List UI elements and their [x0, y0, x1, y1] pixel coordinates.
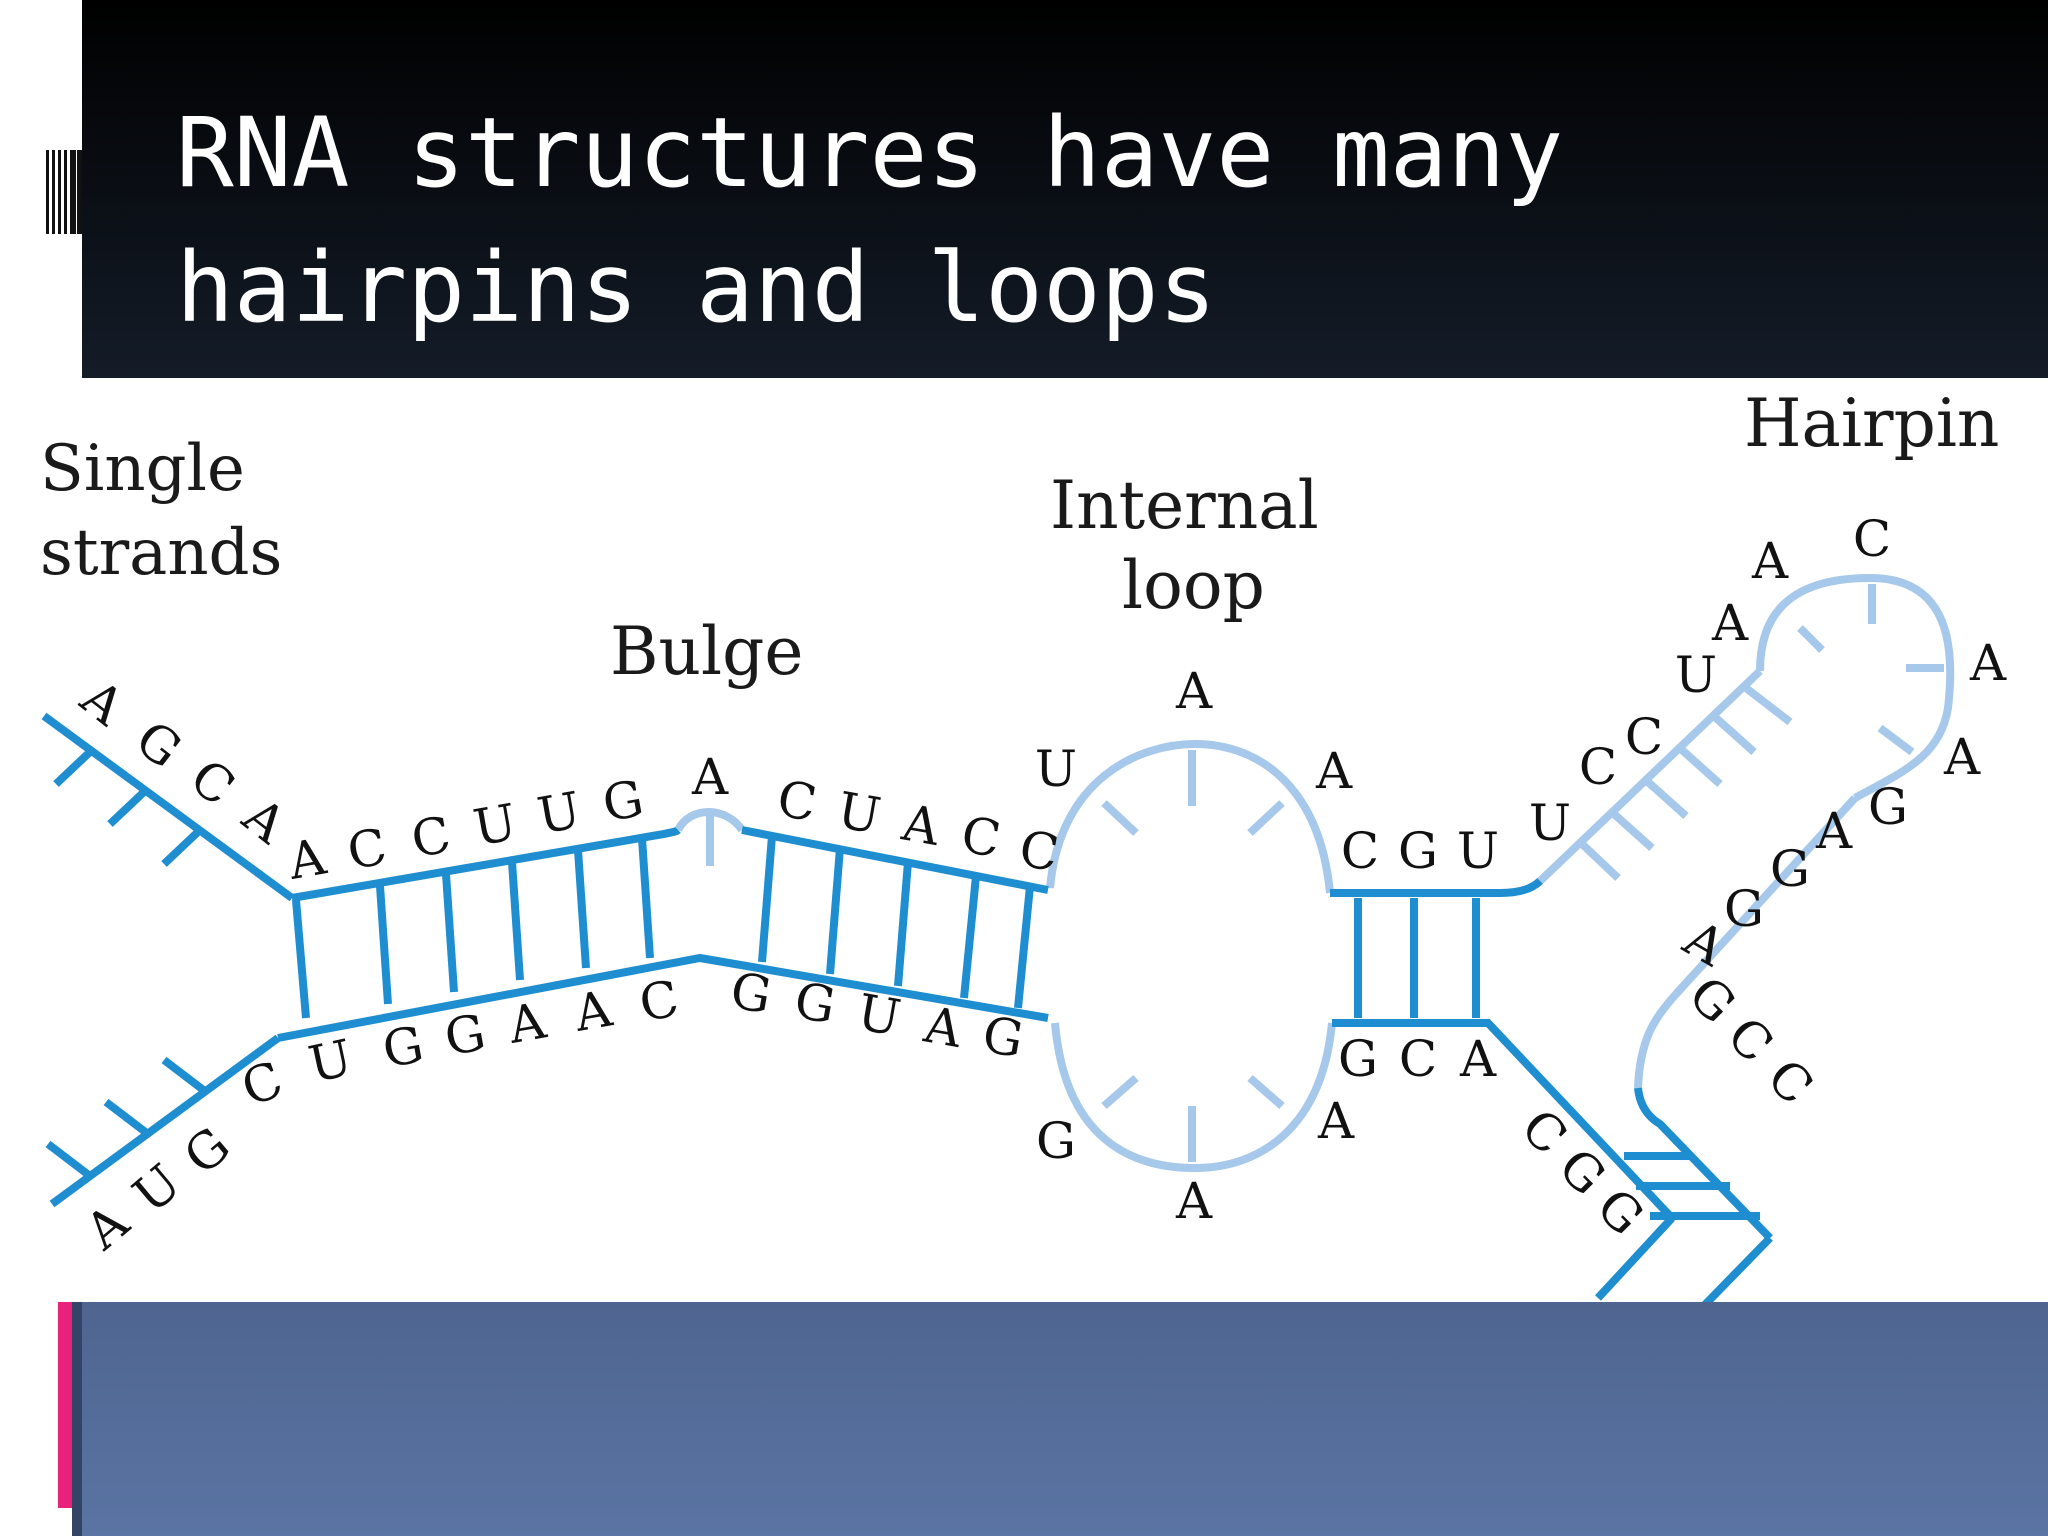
nt-top-stem1-5: G: [598, 769, 647, 833]
nt-loop-top-1: A: [1175, 662, 1213, 720]
dark-structures: [41, 712, 1773, 1302]
nt-stem3-bottom-0: G: [1338, 1030, 1378, 1088]
nt-loop-top-0: U: [1035, 740, 1077, 798]
slide-title: RNA structures have many hairpins and lo…: [176, 97, 1564, 344]
nt-hairpin-down-3: G: [1724, 880, 1764, 938]
nt-loop-bottom-0: A: [1317, 1092, 1355, 1150]
nt-hairpin-loop-0: C: [1853, 510, 1891, 568]
light-structures: [674, 573, 1955, 1173]
nt-top-stem2-2: A: [897, 793, 944, 857]
nt-top-stem2-3: C: [957, 805, 1005, 869]
nt-bottom-stem2-0: G: [978, 1005, 1027, 1069]
nt-bottom-single-2: G: [173, 1116, 241, 1186]
right-arm-up: [1634, 1087, 1773, 1241]
nt-bottom-stem2-3: G: [790, 971, 839, 1035]
title-bar: RNA structures have many hairpins and lo…: [82, 0, 2048, 378]
nt-right-arm-up-2: C: [1756, 1048, 1824, 1116]
nt-bulge: A: [691, 748, 729, 806]
footer-band: [82, 1302, 2048, 1536]
nt-hairpin-down-0: G: [1868, 778, 1908, 836]
nt-stem3-top-1: G: [1398, 822, 1438, 880]
nt-loop-top-2: A: [1315, 742, 1353, 800]
label-single-strands-2: strands: [40, 516, 282, 590]
nt-bottom-stem1-0: C: [234, 1050, 290, 1118]
nt-bottom-stem2-2: U: [853, 983, 905, 1047]
vertical-bars-icon: [44, 148, 82, 236]
accent-bar-dark: [72, 1302, 82, 1536]
nt-bottom-single-0: A: [74, 1193, 140, 1262]
label-internal-loop-1: Internal: [1050, 467, 1319, 544]
nt-right-arm-up-1: C: [1716, 1006, 1784, 1074]
nt-bottom-stem2-1: A: [919, 995, 966, 1059]
label-bulge: Bulge: [610, 613, 803, 690]
accent-bar-pink: [58, 1302, 72, 1508]
label-single-strands-1: Single: [40, 432, 245, 506]
nt-stem3-top-0: C: [1341, 822, 1379, 880]
nt-hairpin-up-0: U: [1529, 794, 1571, 852]
nt-top-stem1-1: C: [343, 817, 391, 881]
nt-hairpin-loop-1: A: [1969, 634, 2007, 692]
nt-stem3-bottom-1: C: [1399, 1030, 1437, 1088]
nt-top-stem2-0: C: [773, 769, 821, 833]
nt-bottom-stem1-2: G: [378, 1015, 427, 1079]
nt-hairpin-up-2: C: [1625, 708, 1663, 766]
nt-bottom-stem1-5: A: [569, 979, 616, 1043]
nt-top-single-1: G: [125, 709, 192, 779]
nt-hairpin-loop-2: A: [1943, 728, 1981, 786]
nt-bottom-stem1-4: A: [503, 991, 550, 1055]
right-arm-cap: [1595, 1215, 1675, 1301]
label-internal-loop-2: loop: [1122, 547, 1265, 624]
label-hairpin: Hairpin: [1744, 385, 1999, 462]
internal-loop-top: [1046, 739, 1334, 894]
nt-top-stem1-2: C: [407, 805, 455, 869]
nt-hairpin-up-5: A: [1751, 532, 1789, 590]
nt-top-single-2: C: [180, 748, 246, 817]
nt-hairpin-up-1: C: [1579, 738, 1617, 796]
stem1-top: [291, 826, 681, 902]
hairpin-arm-up: [1535, 668, 1763, 886]
nt-bottom-single-1: U: [122, 1153, 192, 1225]
rna-structure-diagram: Single strands Bulge Internal loop Hairp…: [40, 385, 2007, 1302]
nt-bottom-stem1-6: C: [635, 969, 683, 1033]
single-strand-top: [41, 712, 295, 902]
internal-loop-bottom: [1051, 1022, 1336, 1173]
nt-top-stem1-3: U: [469, 793, 521, 857]
nt-stem3-bottom-2: A: [1459, 1030, 1497, 1088]
nt-hairpin-up-3: U: [1675, 646, 1717, 704]
stem3-top: [1330, 878, 1543, 897]
nt-hairpin-up-4: A: [1711, 594, 1749, 652]
nt-loop-bottom-2: G: [1036, 1112, 1076, 1170]
nt-bottom-stem1-3: G: [440, 1003, 489, 1067]
nt-stem3-top-2: U: [1457, 822, 1499, 880]
stem1-bottom: [277, 953, 1049, 1042]
nt-top-stem2-1: U: [833, 781, 885, 845]
nt-top-stem1-0: A: [283, 827, 330, 891]
stem3-bottom: [1332, 1019, 1675, 1221]
nt-bottom-stem1-1: U: [304, 1029, 357, 1094]
nt-top-stem1-4: U: [533, 781, 585, 845]
hairpin-loop: [1756, 573, 1955, 802]
nt-top-single-0: A: [70, 668, 136, 737]
hairpin-arm-down: [1673, 795, 1858, 997]
nt-hairpin-down-1: A: [1815, 802, 1853, 860]
stem2-top: [741, 826, 1049, 894]
nt-bottom-stem2-4: G: [726, 961, 775, 1025]
nt-hairpin-down-2: G: [1770, 840, 1810, 898]
left-edge: [0, 0, 82, 378]
nt-loop-bottom-1: A: [1175, 1172, 1213, 1230]
